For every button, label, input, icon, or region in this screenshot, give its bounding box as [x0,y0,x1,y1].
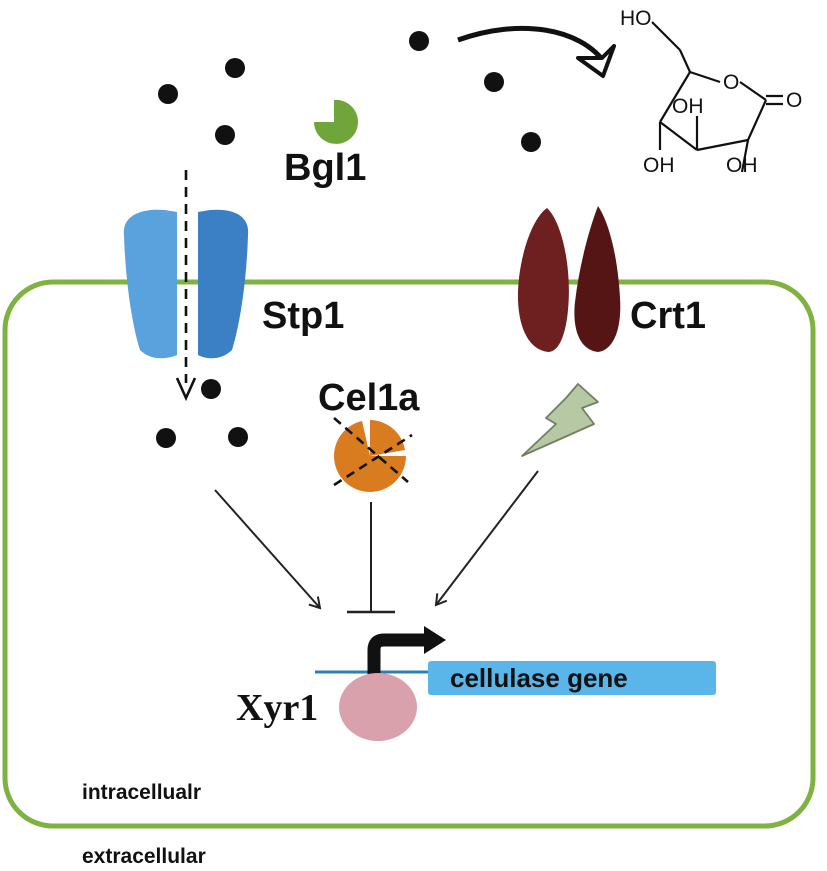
extracellular-label: extracellular [82,845,206,868]
cel1a-label: Cel1a [318,377,420,419]
conversion-arrow-head [576,44,616,78]
oh-top-label: OH [672,95,704,118]
lactone-molecule-labels: HO O O OH OH OH [620,7,802,177]
sugar-dot [409,31,429,51]
bgl1-enzyme-icon [314,80,358,144]
stp1-uptake-arrow-head [175,377,197,402]
stp1-label: Stp1 [262,295,344,337]
crt1-transporter-left-half [517,208,569,352]
bgl1-label: Bgl1 [284,147,366,189]
intracellular-sugar-molecules [156,379,248,448]
cellulase-gene-label: cellulase gene [450,663,628,693]
sugar-dot [225,58,245,78]
sugar-dot [215,125,235,145]
cellulase-gene-box [428,661,716,695]
extracellular-sugar-molecules [158,31,541,152]
sugar-dot [158,84,178,104]
ho-label: HO [620,7,652,30]
sugar-dot [156,428,176,448]
oh-left-label: OH [643,154,675,177]
cel1a-enzyme-body [334,421,370,456]
transcription-start-arrow [367,633,426,674]
sugar-dot [201,379,221,399]
crt1-transporter-right-half [574,206,621,352]
stp1-transporter-left-half [123,209,177,359]
cell-membrane [2,279,816,829]
sugar-dot [228,427,248,447]
carbonyl-oxygen-label: O [786,89,802,112]
stp1-transporter-right-half [198,209,249,359]
xyr1-protein [339,673,417,741]
oh-right-label: OH [726,154,758,177]
sugar-to-xyr1-activation-arrow [214,489,322,610]
sugar-dot [484,72,504,92]
crt1-label: Crt1 [630,295,706,337]
lightning-signal-icon [521,383,599,457]
lactone-molecule-structure [651,21,783,173]
intracellular-label: intracellualr [82,781,201,804]
cel1a-deletion-cross-icon [333,417,413,487]
ring-oxygen-label: O [723,71,739,94]
xyr1-label: Xyr1 [236,687,318,729]
conversion-arrow [457,25,608,65]
transcription-start-arrow-head [424,626,446,654]
sugar-dot [521,132,541,152]
signal-to-xyr1-activation-arrow [434,470,539,607]
